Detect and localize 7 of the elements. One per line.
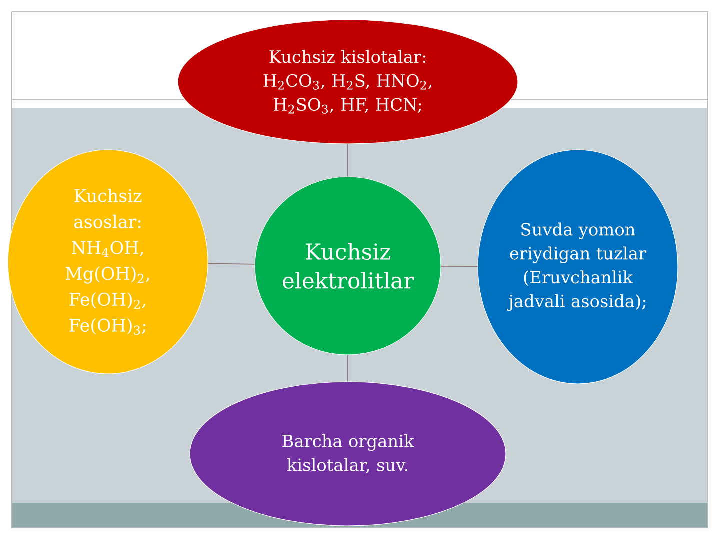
connector-line [440, 266, 478, 267]
connector-line [208, 263, 256, 265]
ellipse-node: Kuchsiz asoslar: NH$_{4}$OH, Mg(OH)$_{2}$, Fe(OH)$_{2}$, Fe(OH)$_{3}$; [8, 150, 208, 374]
ellipse-node: Kuchsiz kislotalar: H$_{2}$CO$_{3}$, H$_{2}$S, HNO$_{2}$, H$_{2}$SO$_{3}$, HF, HCN; [178, 20, 518, 144]
ellipse-node: Suvda yomon eriydigan tuzlar (Eruvchanlik jadvali asosida); [478, 150, 678, 384]
ellipse-node: Barcha organik kislotalar, suv. [190, 382, 506, 526]
ellipse-node: Kuchsiz elektrolitlar [254, 176, 442, 356]
